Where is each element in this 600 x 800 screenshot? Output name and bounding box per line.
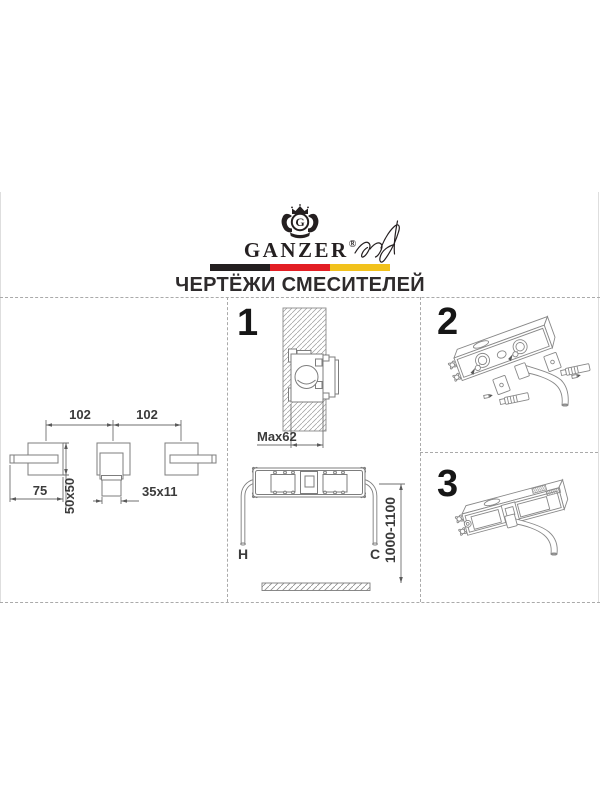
flag-yellow-segment xyxy=(330,264,390,271)
section1-number: 1 xyxy=(237,302,258,344)
grid-line-top xyxy=(0,297,600,298)
flag-red-segment xyxy=(270,264,330,271)
dim-102-right: 102 xyxy=(136,407,158,422)
sheet-edge-right xyxy=(598,192,599,602)
sheet-edge-left xyxy=(0,192,1,602)
dim-35x11: 35x11 xyxy=(142,484,177,499)
flag-black-segment xyxy=(210,264,270,271)
page-title: ЧЕРТЁЖИ СМЕСИТЕЛЕЙ xyxy=(175,274,425,296)
cold-label: C xyxy=(370,546,380,562)
grid-line-v1 xyxy=(227,297,228,602)
dim-102-left: 102 xyxy=(69,407,91,422)
right-handle xyxy=(164,442,217,476)
screws xyxy=(273,470,345,495)
section3-number: 3 xyxy=(437,463,458,505)
lever-handles xyxy=(483,363,591,406)
dim-depth: Max62 xyxy=(257,399,324,448)
escutcheon-plates xyxy=(492,352,562,395)
plan-view: H C xyxy=(238,467,380,562)
dim-plate-size: 50x50 xyxy=(62,442,77,514)
section2-number: 2 xyxy=(437,301,458,343)
wall-section-view xyxy=(282,307,339,432)
hot-label: H xyxy=(238,546,248,562)
grid-line-v2 xyxy=(420,297,421,602)
signature-icon xyxy=(354,220,400,263)
dim-75: 75 xyxy=(33,483,47,498)
dim-1000-1100: 1000-1100 xyxy=(382,497,398,563)
grid-line-bottom xyxy=(0,602,600,603)
front-view-drawing: 102 102 50x50 xyxy=(9,407,217,514)
section3-drawing: 3 xyxy=(437,463,569,556)
section2-drawing: 2 xyxy=(437,301,591,407)
dim-spout-size: 35x11 xyxy=(93,484,177,504)
dim-lever-length: 75 xyxy=(9,465,64,502)
floor-section xyxy=(261,582,371,591)
grid-line-right-divider xyxy=(420,452,598,453)
brand-flag-bar xyxy=(210,264,390,271)
exploded-body xyxy=(447,315,556,382)
dim-spans: 102 102 xyxy=(45,407,182,441)
spout xyxy=(504,513,558,556)
spout xyxy=(514,362,569,407)
dim-50x50: 50x50 xyxy=(62,478,77,514)
dim-max62: Max62 xyxy=(257,429,297,444)
section1-drawing: 1 Max62 xyxy=(237,302,405,591)
registered-mark: ® xyxy=(348,239,357,250)
dim-install-height: 1000-1100 xyxy=(379,483,405,583)
center-spout xyxy=(96,442,131,497)
brand-wordmark: GANZER® xyxy=(0,238,600,263)
brand-crest-icon: G xyxy=(281,204,319,239)
brand-name: GANZER xyxy=(243,238,349,262)
left-handle xyxy=(9,442,64,476)
assembled-body xyxy=(454,478,569,556)
brand-monogram: G xyxy=(295,215,304,229)
